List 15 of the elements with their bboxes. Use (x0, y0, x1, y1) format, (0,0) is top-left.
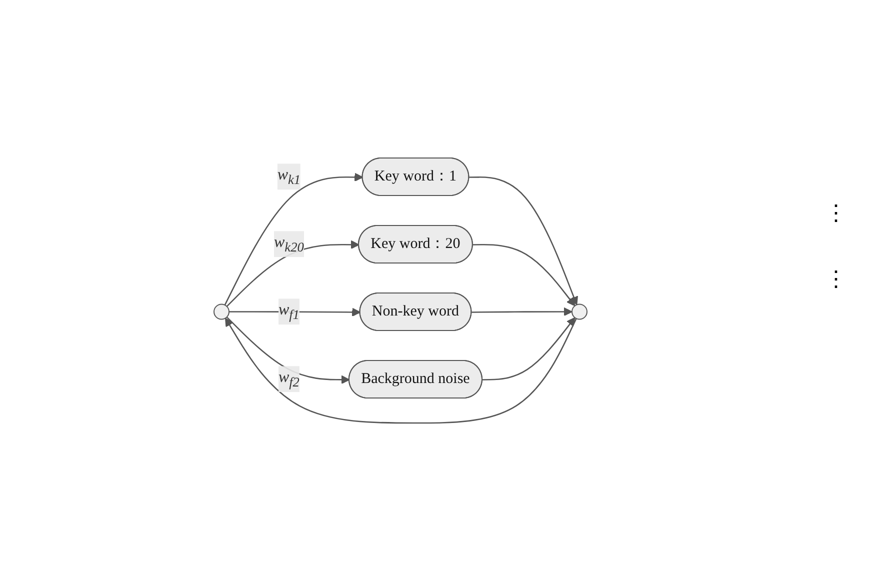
arrow (224, 172, 363, 305)
edge-label: w$_{f2}$ (278, 368, 299, 389)
node-circle (213, 303, 229, 320)
arrow (472, 244, 575, 306)
arrow (226, 316, 350, 384)
arrow (482, 316, 575, 380)
ellipsis-mark: ⋮ (825, 200, 847, 226)
ellipsis-mark: ⋮ (825, 266, 847, 292)
arrow (468, 176, 578, 305)
arrow (471, 306, 572, 316)
node-circle (571, 303, 587, 320)
edge-label: w$_{k20}$ (274, 234, 304, 254)
edge-label: w$_{f1}$ (278, 301, 299, 322)
edge-label: w$_{k1}$ (276, 166, 300, 186)
arrow (224, 317, 576, 424)
